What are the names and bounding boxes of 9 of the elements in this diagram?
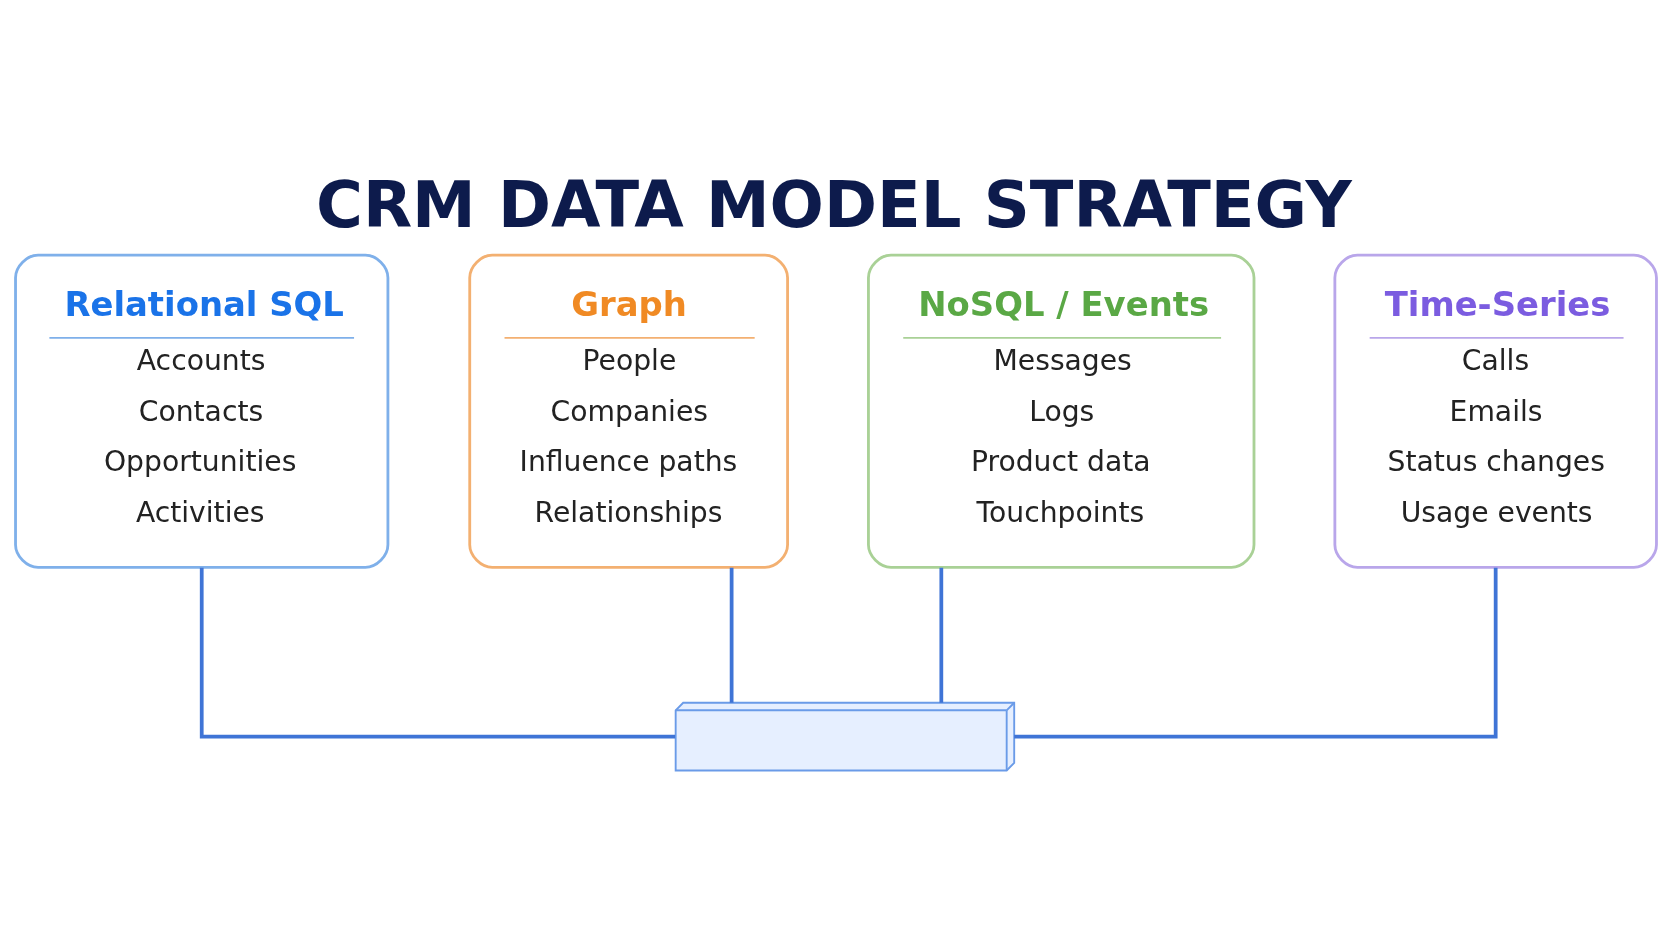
- node-box: Time-Series Calls Emails Status changes Usage events: [1333, 253, 1658, 569]
- diagram-title: CRM DATA MODEL STRATEGY: [315, 168, 1352, 243]
- connector: [1014, 567, 1498, 739]
- node-box: Relational SQL Accounts Contacts Opportunities Activities: [14, 253, 390, 569]
- node-box: NoSQL / Events Messages Logs Product data Touchpoints: [867, 253, 1256, 569]
- connector: [199, 567, 676, 739]
- connector: [729, 567, 734, 703]
- connector: [939, 567, 944, 703]
- node-box: Graph People Companies Influence paths Relationships: [468, 253, 789, 569]
